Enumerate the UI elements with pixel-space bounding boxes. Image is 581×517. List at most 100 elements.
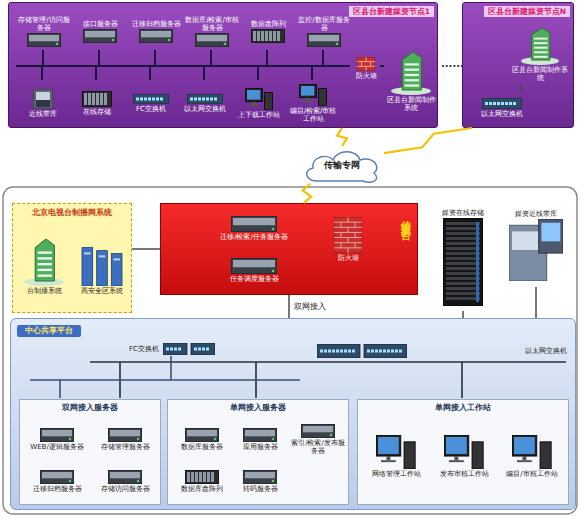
server-icon — [108, 428, 142, 442]
server-icon — [27, 33, 61, 47]
server-icon — [40, 428, 74, 442]
server-case — [108, 428, 142, 442]
firewall-node: 防火墙 — [326, 211, 370, 267]
status-light — [69, 479, 71, 481]
monitor — [245, 88, 262, 102]
node-label: 以太网交换机 — [184, 105, 226, 113]
node-label: 数据库服务器 — [181, 443, 223, 451]
icon-group — [163, 343, 215, 355]
brick-wall — [334, 217, 362, 253]
node-label: 发布审核工作站 — [440, 470, 489, 478]
firewall-node: 防火墙 — [351, 53, 381, 83]
status-light — [168, 38, 170, 40]
brick-mortar — [357, 57, 375, 71]
pc-tower — [472, 441, 483, 468]
server-icon — [195, 33, 229, 47]
tape-node: 近线带库 — [17, 81, 69, 125]
switch-port — [332, 350, 335, 353]
switch-port — [320, 350, 323, 353]
monitor-base — [302, 100, 312, 102]
disk-slot — [273, 31, 276, 41]
switch-port — [140, 97, 143, 100]
tape-cabinet — [33, 89, 53, 109]
system-group: 北京电视台制播网系统台制播系统高安全区系统 — [12, 203, 132, 313]
building-window — [534, 55, 548, 57]
pc-tower — [404, 441, 415, 468]
node-label: 索引/检索/发布服务器 — [290, 439, 346, 455]
building-node: 区县台新闻制作系统 — [385, 39, 437, 123]
disk-slot — [269, 31, 272, 41]
disk-array — [82, 91, 112, 107]
building-window — [534, 42, 548, 44]
switch-port — [148, 97, 151, 100]
disk-slot — [104, 93, 107, 105]
rack-unit — [446, 282, 480, 285]
node-label: 防火墙 — [338, 254, 359, 262]
switch-port — [136, 97, 139, 100]
server-node: 监控/数据库服务器 — [297, 11, 351, 51]
monitor — [444, 435, 469, 456]
monitor-base — [381, 460, 396, 462]
monitor — [376, 435, 401, 456]
switch-icon — [317, 344, 360, 358]
switch-port — [399, 350, 402, 353]
switch-port — [198, 97, 201, 100]
server-tower — [111, 253, 122, 285]
server-case — [40, 470, 74, 484]
node-label: 以太网交换机 — [525, 347, 567, 355]
tower-slot — [99, 255, 106, 257]
rack-unit — [446, 277, 480, 280]
firewall-icon — [357, 57, 375, 71]
switch-port — [166, 348, 169, 351]
server-node: 迁移归档服务器 — [129, 11, 183, 51]
switch-port — [340, 350, 343, 353]
status-light — [56, 42, 58, 44]
console-screen — [541, 222, 560, 241]
ws-icon — [376, 435, 416, 469]
building-window — [534, 51, 548, 53]
monitor-base — [248, 104, 258, 106]
icon-group — [82, 247, 122, 285]
node-group: 区县台新建媒资节点N区县台新闻制作系统以太网交换机 — [462, 2, 574, 128]
server-node: 接口服务器 — [73, 11, 127, 51]
switch-port — [375, 350, 378, 353]
server-icon — [83, 29, 117, 43]
server-bay — [245, 430, 275, 436]
rack-unit — [446, 262, 480, 265]
building-icon — [521, 27, 559, 65]
switch-port — [178, 348, 181, 351]
server-case — [83, 29, 117, 43]
array-node: 数据盘阵列 — [241, 11, 295, 51]
pc-tower — [319, 88, 327, 106]
server-bay — [309, 35, 339, 41]
ws-node: 编目/审核工作站 — [500, 426, 564, 486]
server-case — [195, 33, 229, 47]
node-label: 上下载工作站 — [238, 111, 280, 119]
icon-group — [243, 470, 277, 484]
rack-unit — [446, 297, 480, 300]
server-case — [108, 470, 142, 484]
group-title: 传输交换平台 — [399, 212, 411, 224]
node-group: 区县台新建媒资节点1存储管理/访问服务器接口服务器迁移归档服务器数据库/检索/审… — [8, 2, 438, 128]
status-light — [214, 437, 216, 439]
server-bay — [245, 472, 275, 478]
switch-port — [485, 102, 488, 105]
node-label: 迁移归档服务器 — [132, 20, 181, 28]
group-title: 北京电视台制播网系统 — [13, 208, 131, 217]
edge-label: 双网接入 — [294, 302, 326, 312]
building-node: 区县台新闻制作系统 — [509, 23, 571, 85]
icon-group — [251, 29, 285, 43]
node-label: 应用服务器 — [243, 443, 278, 451]
server-group: 单网接入工作站网络管理工作站发布审核工作站编目/审核工作站 — [357, 399, 569, 505]
group-title: 双网接入服务器 — [20, 403, 160, 412]
server-node: 数据库/检索/审核服务器 — [185, 11, 239, 51]
disk-slot — [253, 31, 256, 41]
switch-port — [210, 97, 213, 100]
server-case — [243, 470, 277, 484]
switch-node: 以太网交换机 — [471, 91, 533, 125]
array-icon — [82, 91, 112, 107]
switch-port — [501, 102, 504, 105]
node-label: 高安全区系统 — [81, 287, 123, 295]
switch-case — [364, 344, 407, 358]
